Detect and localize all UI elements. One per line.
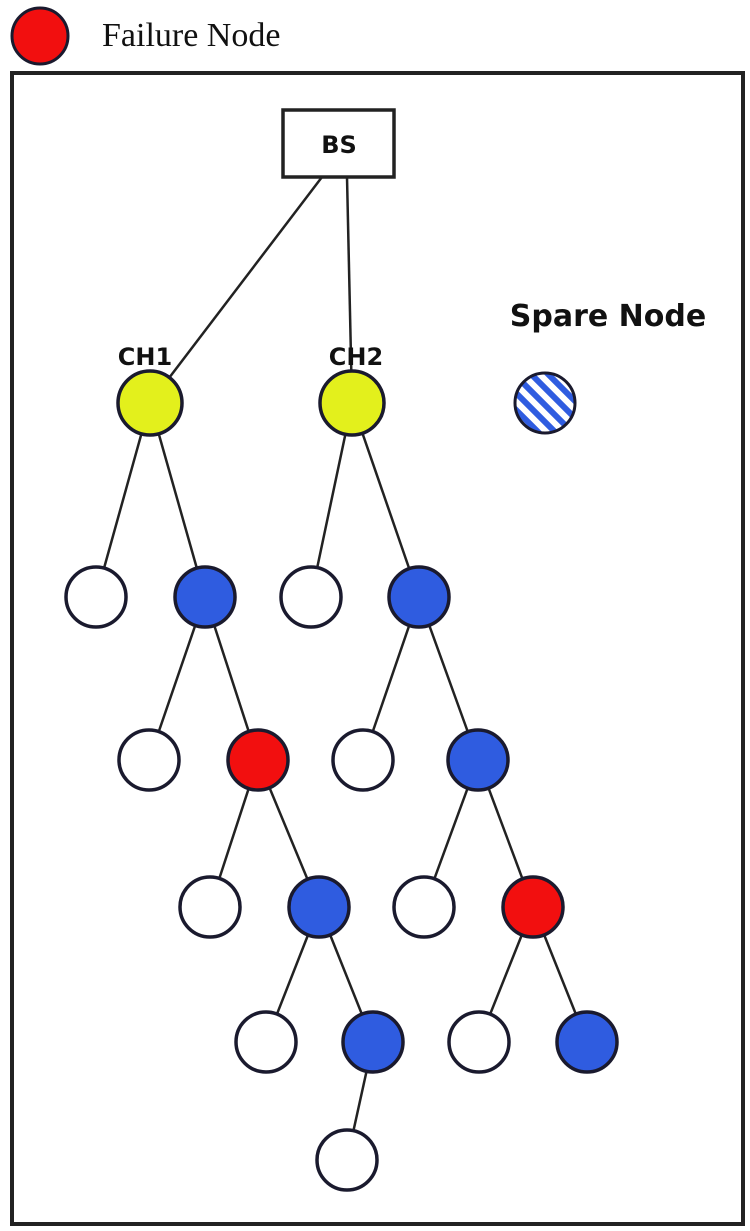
- base-station: BS: [281, 108, 396, 179]
- edge-ch2-n4: [350, 402, 421, 598]
- sensor-node-n14: [341, 1010, 405, 1074]
- sensor-node-n11: [392, 875, 456, 939]
- edge-bs-ch2: [345, 176, 354, 404]
- sensor-node-n5: [117, 728, 181, 792]
- sensor-node-n17: [315, 1128, 379, 1192]
- failure-legend-marker: [10, 6, 70, 66]
- network-frame: [10, 71, 745, 1226]
- base-station-box: [281, 108, 396, 179]
- sensor-node-n6: [226, 728, 290, 792]
- failure-legend-label: Failure Node: [102, 17, 280, 54]
- sensor-node-n12: [501, 875, 565, 939]
- cluster-head-ch2: [318, 369, 386, 437]
- sensor-node-n10: [287, 875, 351, 939]
- sensor-node-n4: [387, 565, 451, 629]
- cluster-head-ch1: [116, 369, 184, 437]
- edge-bs-ch1: [149, 176, 323, 404]
- cluster-head-label-ch2: CH2: [329, 343, 383, 371]
- sensor-node-n15: [447, 1010, 511, 1074]
- cluster-head-label-ch1: CH1: [118, 343, 172, 371]
- sensor-node-n8: [446, 728, 510, 792]
- sensor-node-n9: [178, 875, 242, 939]
- sensor-node-n16: [555, 1010, 619, 1074]
- spare-node: Spare Node: [510, 299, 706, 435]
- sensor-node-n3: [279, 565, 343, 629]
- sensor-node-n2: [173, 565, 237, 629]
- sensor-node-n1: [64, 565, 128, 629]
- base-station-label: BS: [321, 131, 357, 159]
- sensor-node-n7: [331, 728, 395, 792]
- sensor-node-n13: [234, 1010, 298, 1074]
- spare-node-label: Spare Node: [510, 299, 706, 334]
- spare-node-marker: [513, 371, 577, 435]
- nodes: [64, 369, 619, 1192]
